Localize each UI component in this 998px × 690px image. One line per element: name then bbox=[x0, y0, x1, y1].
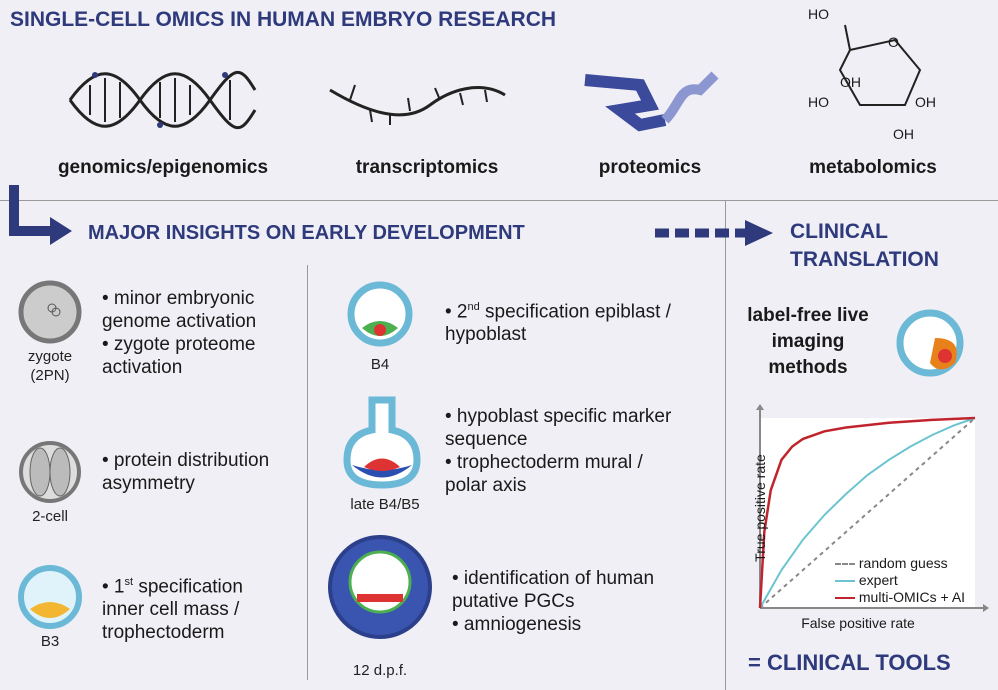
text-line: • minor embryonic bbox=[102, 288, 255, 309]
stage-label-zygote: zygote bbox=[27, 348, 73, 365]
section-title-clinical: CLINICAL bbox=[790, 220, 888, 243]
x-axis-arrow bbox=[983, 604, 989, 612]
two-cell-illustration bbox=[19, 441, 81, 503]
stage-text-b4: • 2nd specification epiblast / hypoblast bbox=[445, 296, 671, 346]
text-line: sequence bbox=[445, 429, 528, 450]
imaging-methods-text: label-free live imaging methods bbox=[738, 303, 878, 381]
label-oh1: OH bbox=[840, 74, 861, 90]
b4-blastocyst-illustration bbox=[347, 281, 413, 347]
label-o: O bbox=[888, 34, 899, 50]
text-line: specification bbox=[133, 576, 243, 598]
stage-label-late-b4-b5: late B4/B5 bbox=[350, 496, 420, 513]
x-axis-label: False positive rate bbox=[801, 615, 915, 631]
zygote-illustration bbox=[18, 280, 82, 344]
live-imaging-embryo-illustration bbox=[896, 309, 964, 377]
b3-blastocyst-illustration bbox=[18, 565, 82, 629]
text-line: • hypoblast specific marker bbox=[445, 406, 672, 427]
text-line: trophectoderm bbox=[102, 622, 225, 644]
legend-item-random: random guess bbox=[835, 555, 965, 572]
stage-text-b3: • 1st specification inner cell mass /tro… bbox=[102, 571, 243, 644]
text-line: putative PGCs bbox=[452, 591, 575, 612]
stage-label-12-dpf: 12 d.p.f. bbox=[352, 662, 408, 679]
text-line: polar axis bbox=[445, 475, 527, 496]
protein-ribbon-icon bbox=[584, 71, 719, 132]
bent-arrow-icon bbox=[9, 185, 72, 245]
legend-label: expert bbox=[858, 572, 898, 588]
stage-label-zygote-2pn: (2PN) bbox=[30, 367, 70, 384]
text-line: • trophectoderm mural / bbox=[445, 452, 643, 473]
omics-label-proteomics: proteomics bbox=[598, 157, 702, 178]
omics-label-transcriptomics: transcriptomics bbox=[355, 157, 499, 178]
late-b4-b5-illustration bbox=[343, 396, 421, 489]
text-line: • amniogenesis bbox=[452, 614, 582, 635]
series-line-multi-omics-ai bbox=[758, 416, 976, 609]
text-line: methods bbox=[768, 357, 848, 378]
label-oh2: OH bbox=[915, 94, 936, 110]
omics-label-metabolomics: metabolomics bbox=[809, 157, 937, 178]
label-ho-top: HO bbox=[808, 6, 829, 22]
horizontal-divider bbox=[0, 200, 998, 201]
roc-chart bbox=[756, 404, 989, 612]
text-line: asymmetry bbox=[102, 473, 195, 494]
stage-label-b4: B4 bbox=[370, 356, 390, 373]
omics-label-genomics: genomics/epigenomics bbox=[57, 157, 269, 178]
stage-label-2-cell: 2-cell bbox=[32, 508, 68, 525]
y-axis-label: True positive rate bbox=[752, 454, 768, 562]
text-line: hypoblast bbox=[445, 324, 527, 346]
figure-title: SINGLE-CELL OMICS IN HUMAN EMBRYO RESEAR… bbox=[10, 8, 557, 31]
vertical-divider-stages bbox=[307, 265, 308, 680]
section-title-insights: MAJOR INSIGHTS ON EARLY DEVELOPMENT bbox=[88, 222, 525, 244]
rna-strand-icon bbox=[329, 84, 506, 125]
text-line: • 1 bbox=[102, 576, 125, 598]
section-title-translation: TRANSLATION bbox=[790, 248, 939, 271]
legend: random guess expert multi-OMICs + AI bbox=[835, 555, 965, 606]
text-line: • 2 bbox=[445, 301, 468, 323]
label-ho-left: HO bbox=[808, 94, 829, 110]
superscript: st bbox=[124, 576, 134, 588]
text-line: • zygote proteome bbox=[102, 334, 256, 355]
text-line: inner cell mass / bbox=[102, 599, 240, 621]
dashed-arrow-icon bbox=[655, 220, 773, 246]
superscript: nd bbox=[467, 301, 480, 313]
series-line-expert bbox=[759, 417, 976, 609]
glucose-structure-icon bbox=[838, 24, 922, 106]
plot-area bbox=[760, 418, 975, 608]
vertical-divider-clinical bbox=[725, 200, 726, 690]
text-line: imaging bbox=[771, 331, 845, 352]
clinical-tools-label: = CLINICAL TOOLS bbox=[748, 650, 951, 675]
legend-item-multiomics: multi-OMICs + AI bbox=[835, 589, 965, 606]
dna-helix-icon bbox=[68, 70, 257, 130]
text-line: activation bbox=[102, 357, 183, 378]
legend-label: random guess bbox=[858, 555, 948, 571]
text-line: genome activation bbox=[102, 311, 257, 332]
label-oh3: OH bbox=[893, 126, 914, 142]
legend-label: multi-OMICs + AI bbox=[858, 589, 966, 605]
text-line: • protein distribution bbox=[102, 450, 270, 471]
stage-label-b3: B3 bbox=[40, 633, 60, 650]
y-axis-arrow bbox=[756, 404, 764, 410]
legend-item-expert: expert bbox=[835, 572, 965, 589]
text-line: • identification of human bbox=[452, 568, 655, 589]
12-dpf-embryo-illustration bbox=[328, 535, 432, 639]
text-line: specification epiblast / bbox=[479, 301, 671, 323]
text-line: label-free live bbox=[747, 305, 869, 326]
